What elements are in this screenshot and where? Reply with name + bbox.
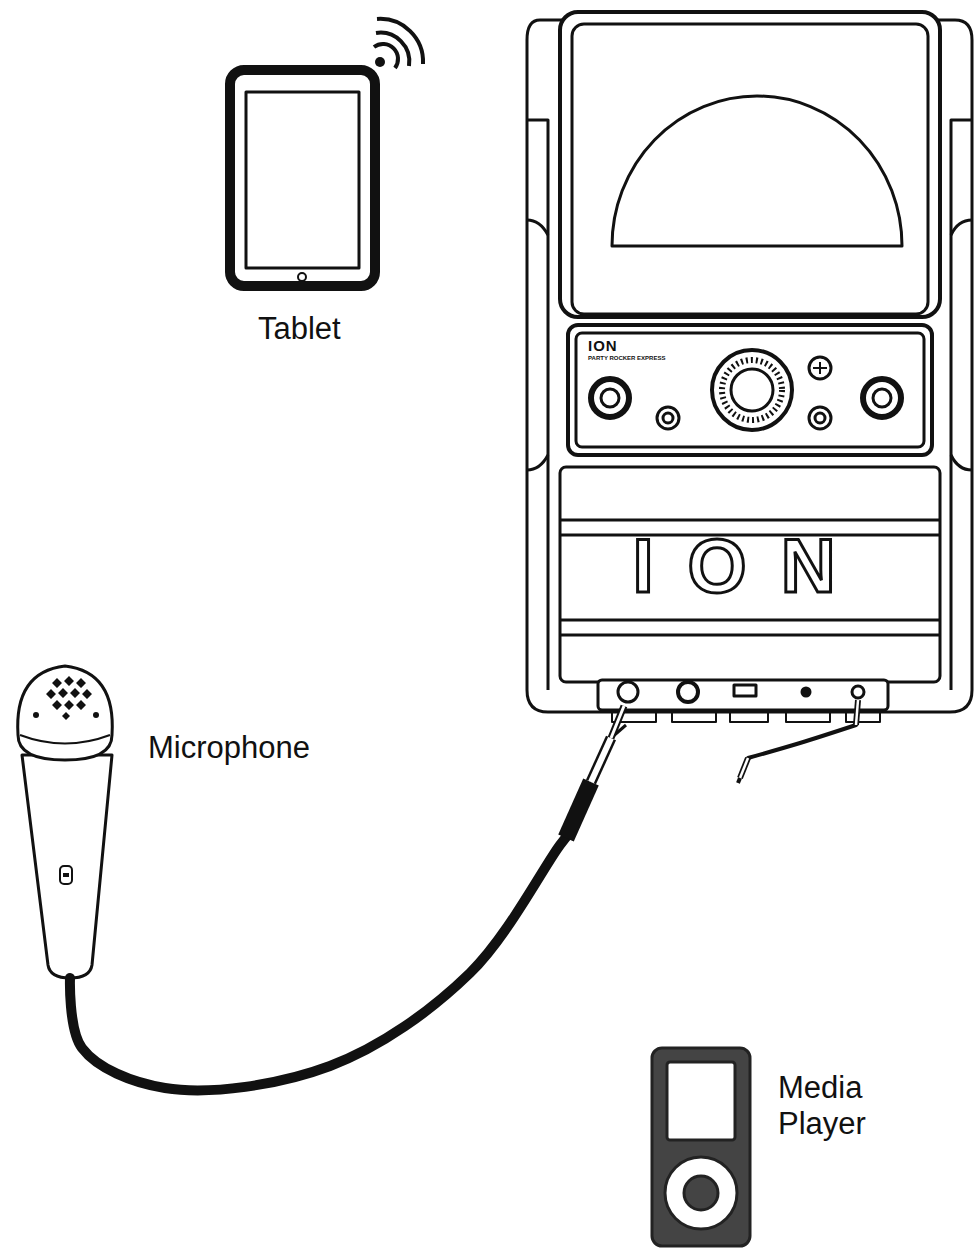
- device-label: PARTY ROCKER EXPRESS: [588, 355, 665, 362]
- microphone-plug: [566, 706, 624, 838]
- grille-logo: ION: [523, 528, 979, 604]
- cable: [70, 830, 572, 1090]
- microphone-node: Microphone: [10, 650, 345, 978]
- media-plug: [738, 700, 858, 783]
- media-player-node: Media Player: [640, 758, 900, 1250]
- cable: [748, 725, 856, 758]
- tablet-icon: [230, 19, 423, 286]
- device-label: ION: [588, 337, 618, 354]
- device-label: Tablet: [258, 311, 341, 347]
- microphone-grille: [33, 676, 99, 720]
- device-label: Microphone: [148, 730, 310, 766]
- microphone-icon: [18, 666, 113, 978]
- device-label: Media Player: [778, 1070, 896, 1141]
- cable-connector: [70, 725, 626, 1090]
- media-player-icon: [652, 1048, 750, 1246]
- cable-connector: [748, 725, 856, 758]
- speaker-node: IONPARTY ROCKER EXPRESSION: [523, 0, 979, 725]
- tablet-node: Tablet: [225, 0, 385, 355]
- speaker-illustration: [527, 12, 972, 722]
